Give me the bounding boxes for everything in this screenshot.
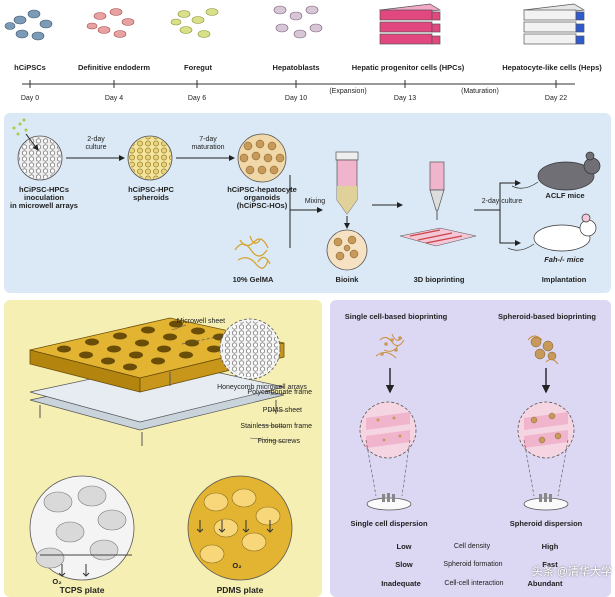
hpc-flasks — [378, 3, 442, 45]
stage-label-heps: Hepatocyte-like cells (Heps) — [502, 63, 602, 72]
single-cell-zoom — [359, 401, 417, 459]
honeycomb-label: Honeycomb microwell arrays — [217, 384, 307, 391]
microwell-plate-1 — [12, 118, 63, 181]
tcps-label: TCPS plate — [59, 585, 105, 595]
pdms-circle — [187, 475, 293, 581]
o2-label-tcps: O₂ — [52, 577, 62, 586]
cell-interaction-label: Cell-cell interaction — [444, 580, 504, 587]
day-label-22: Day 22 — [544, 95, 568, 102]
single-cell-title: Single cell-based bioprinting — [344, 312, 448, 321]
cell-interaction-inadequate: Inadequate — [381, 579, 421, 588]
cell-interaction-abundant: Abundant — [527, 579, 563, 588]
spheroid-formation-fast: Fast — [542, 560, 558, 569]
spheroid-plate — [127, 135, 173, 181]
bioink-label: Bioink — [335, 275, 359, 284]
step3-label: hCiPSC-hepatocyte organoids (hCiPSC-HOs) — [227, 185, 297, 210]
bioprinting-label: 3D bioprinting — [413, 275, 465, 284]
spheroid-title: Spheroid-based bioprinting — [498, 312, 596, 321]
fah-label: Fah-/- mice — [544, 255, 584, 264]
single-cell-dish — [366, 493, 412, 511]
spheroid-dispersion-label: Spheroid dispersion — [509, 519, 583, 528]
day-label-4: Day 4 — [104, 95, 124, 102]
implantation-label: Implantation — [541, 275, 587, 284]
workflow-panel — [4, 113, 611, 293]
stage-label-hepatoblasts: Hepatoblasts — [272, 63, 320, 72]
microwell-sheet-label: Microwell sheet — [176, 318, 226, 325]
stainless-label: Stainless bottom frame — [240, 423, 312, 430]
watermark: 头条 @清华大学 — [531, 566, 612, 578]
single-cell-dispersion-label: Single cell dispersion — [350, 519, 428, 528]
spheroid-dish — [523, 493, 569, 511]
spheroid-formation-label: Spheroid formation — [443, 561, 503, 568]
culture-label: 2-day culture — [481, 198, 523, 205]
expansion-label: (Expansion) — [329, 88, 367, 95]
aclf-label: ACLF mice — [545, 191, 585, 200]
cell-density-high: High — [541, 542, 559, 551]
fixing-screws — [39, 372, 277, 446]
day-label-13: Day 13 — [393, 95, 417, 102]
day-label-6: Day 6 — [187, 95, 207, 102]
step1-label: hCiPSC-HPCs inoculation in microwell arr… — [10, 185, 78, 210]
spheroid-zoom — [517, 401, 575, 459]
bioink-tube — [335, 151, 359, 215]
spheroid-cluster — [530, 336, 557, 361]
stage-label-endoderm: Definitive endoderm — [77, 63, 151, 72]
hep-flasks — [522, 3, 586, 45]
plate-assembly — [29, 317, 285, 431]
spheroid-formation-slow: Slow — [395, 560, 413, 569]
hepatoblast-cells — [273, 5, 323, 39]
pdms-sheet-label: PDMS sheet — [262, 407, 302, 414]
organoid-plate — [237, 133, 287, 183]
stage-label-hcipscs: hCiPSCs — [14, 63, 46, 72]
maturation-arrow-label: 7-day maturation — [191, 136, 225, 151]
endoderm-cells — [86, 8, 135, 38]
screws-label: Fixing screws — [257, 438, 300, 445]
o2-label-pdms: O₂ — [232, 561, 242, 570]
fah-mouse — [507, 213, 597, 252]
bioprinter — [399, 161, 477, 247]
culture-arrow-label: 2-day culture — [85, 136, 107, 151]
stage-label-foregut: Foregut — [184, 63, 212, 72]
cell-density-low: Low — [396, 542, 412, 551]
hcipsc-cells — [4, 9, 53, 41]
day-label-0: Day 0 — [20, 95, 40, 102]
mixing-label: Mixing — [304, 198, 326, 205]
maturation-label: (Maturation) — [461, 88, 499, 95]
gelma-label: 10% GelMA — [232, 275, 274, 284]
step2-label: hCiPSC-HPC spheroids — [128, 185, 174, 202]
day-label-10: Day 10 — [284, 95, 308, 102]
bioink-circle — [326, 229, 368, 271]
cell-density-label: Cell density — [453, 543, 491, 550]
gelma-fibers — [234, 235, 271, 269]
pdms-plate-label: PDMS plate — [216, 585, 264, 595]
plate-wells — [57, 320, 249, 371]
tcps-circle — [29, 475, 135, 581]
aclf-mouse — [511, 151, 601, 191]
foregut-cells — [170, 8, 219, 38]
polycarbonate-label: Polycarbonate frame — [247, 389, 312, 396]
stage-label-hpcs: Hepatic progenitor cells (HPCs) — [351, 63, 465, 72]
